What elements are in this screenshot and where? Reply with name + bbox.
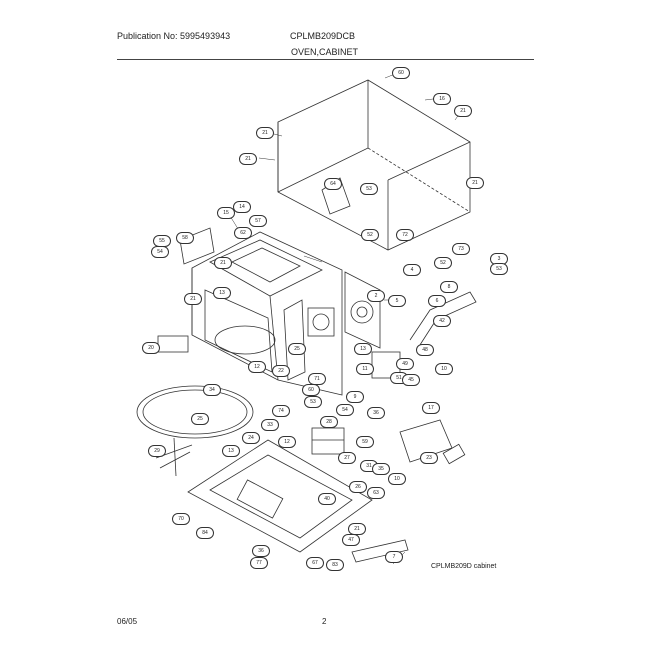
- door-latch-bracket: [179, 227, 215, 265]
- page-number: 2: [322, 617, 327, 626]
- callout-bubble: 16: [433, 93, 451, 105]
- callout-bubble: 21: [214, 257, 232, 269]
- callout-bubble: 25: [191, 413, 209, 425]
- callout-bubble: 77: [250, 557, 268, 569]
- callout-bubble: 28: [320, 416, 338, 428]
- callout-bubble: 13: [222, 445, 240, 457]
- callout-bubble: 25: [288, 343, 306, 355]
- callout-bubble: 9: [346, 391, 364, 403]
- callout-bubble: 64: [324, 178, 342, 190]
- callout-bubble: 53: [360, 183, 378, 195]
- callout-bubble: 7: [385, 551, 403, 563]
- callout-bubble: 36: [367, 407, 385, 419]
- callout-bubble: 13: [354, 343, 372, 355]
- callout-bubble: 21: [256, 127, 274, 139]
- callout-bubble: 17: [422, 402, 440, 414]
- callout-bubble: 72: [396, 229, 414, 241]
- callout-bubble: 11: [356, 363, 374, 375]
- base-plate: [187, 439, 373, 553]
- callout-bubble: 21: [239, 153, 257, 165]
- callout-bubble: 67: [306, 557, 324, 569]
- callout-bubble: 13: [213, 287, 231, 299]
- callout-bubble: 45: [402, 374, 420, 386]
- callout-bubble: 34: [203, 384, 221, 396]
- cabinet-wrapper: [277, 79, 471, 251]
- turntable-tray: [136, 385, 254, 439]
- callout-bubble: 59: [356, 436, 374, 448]
- control-side-panel: [344, 271, 381, 349]
- callout-bubble: 23: [420, 452, 438, 464]
- callout-bubble: 54: [336, 404, 354, 416]
- callout-bubble: 58: [176, 232, 194, 244]
- callout-bubble: 62: [234, 227, 252, 239]
- callout-bubble: 8: [440, 281, 458, 293]
- callout-bubble: 53: [490, 263, 508, 275]
- callout-bubble: 53: [304, 396, 322, 408]
- section-title: OVEN,CABINET: [291, 47, 359, 57]
- callout-bubble: 10: [435, 363, 453, 375]
- callout-bubble: 60: [392, 67, 410, 79]
- callout-bubble: 47: [342, 534, 360, 546]
- diagram-caption: CPLMB209D cabinet: [431, 563, 497, 570]
- callout-bubble: 3: [490, 253, 508, 265]
- callout-bubble: 55: [153, 235, 171, 247]
- callout-bubble: 10: [388, 473, 406, 485]
- callout-bubble: 26: [349, 481, 367, 493]
- callout-bubble: 22: [272, 365, 290, 377]
- transformer: [311, 427, 345, 455]
- callout-bubble: 20: [142, 342, 160, 354]
- callout-bubble: 73: [452, 243, 470, 255]
- callout-bubble: 35: [372, 463, 390, 475]
- callout-bubble: 52: [361, 229, 379, 241]
- callout-bubble: 21: [466, 177, 484, 189]
- callout-bubble: 49: [396, 358, 414, 370]
- callout-bubble: 14: [233, 201, 251, 213]
- oven-cavity: [191, 231, 343, 396]
- callout-bubble: 60: [302, 384, 320, 396]
- fan-motor-bracket: [399, 419, 466, 465]
- callout-bubble: 84: [196, 527, 214, 539]
- callout-bubble: 42: [433, 315, 451, 327]
- callout-bubble: 6: [428, 295, 446, 307]
- publication-number: Publication No: 5995493943: [117, 31, 231, 41]
- roller-guide: [155, 437, 193, 477]
- callout-bubble: 57: [249, 215, 267, 227]
- callout-bubble: 52: [434, 257, 452, 269]
- callout-bubble: 5: [388, 295, 406, 307]
- callout-bubble: 29: [148, 445, 166, 457]
- callout-bubble: 24: [242, 432, 260, 444]
- callout-bubble: 12: [278, 436, 296, 448]
- callout-bubble: 15: [217, 207, 235, 219]
- callout-bubble: 4: [403, 264, 421, 276]
- callout-bubble: 74: [272, 405, 290, 417]
- callout-bubble: 40: [318, 493, 336, 505]
- callout-bubble: 21: [454, 105, 472, 117]
- callout-bubble: 70: [172, 513, 190, 525]
- callout-bubble: 83: [326, 559, 344, 571]
- bottom-rail: [351, 539, 409, 563]
- callout-bubble: 63: [367, 487, 385, 499]
- callout-bubble: 21: [184, 293, 202, 305]
- door-lever: [409, 291, 477, 349]
- header-rule: [117, 59, 534, 60]
- callout-bubble: 36: [252, 545, 270, 557]
- callout-bubble: 12: [248, 361, 266, 373]
- footer-date: 06/05: [117, 617, 138, 626]
- callout-bubble: 2: [367, 290, 385, 302]
- callout-bubble: 48: [416, 344, 434, 356]
- callout-bubble: 21: [348, 523, 366, 535]
- callout-bubble: 54: [151, 246, 169, 258]
- model-number: CPLMB209DCB: [290, 31, 356, 41]
- callout-bubble: 27: [338, 452, 356, 464]
- callout-bubble: 33: [261, 419, 279, 431]
- side-bracket: [157, 335, 189, 353]
